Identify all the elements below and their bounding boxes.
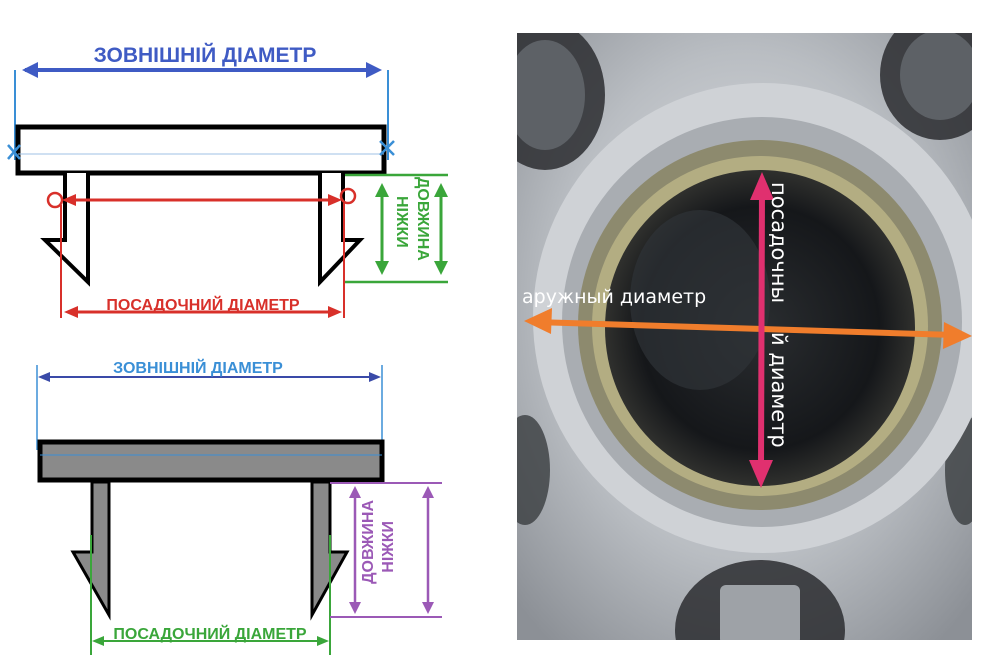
top-x-mark-right [379,140,395,156]
hub-inner-shadow [630,210,770,390]
bottom-seat-head-right [317,636,329,646]
photo-seat-arrow [758,187,765,469]
bottom-leg-arrow-left-head-down [349,602,361,614]
photo-outer-head-right [943,322,972,349]
top-diagram: ЗОВНІШНІЙ ДІАМЕТР ПОСАДОЧНИЙ ДІАМЕТР ДОВ… [7,43,448,318]
lug-nut-top-left [517,40,585,150]
bottom-cap-body [37,439,385,483]
top-outer-arrowhead-left [22,62,38,78]
top-leg-right [318,173,365,287]
top-leg-left [40,173,90,287]
top-seat-head-right [328,306,342,318]
top-leg-arrow-left-head-down [375,261,389,275]
top-seat-label: ПОСАДОЧНИЙ ДІАМЕТР [106,295,300,314]
lug-nut-top-right [900,33,972,120]
bottom-diagram: ЗОВНІШНІЙ ДІАМЕТР ПОСАДОЧНИЙ ДІАМЕТР ДОВ… [36,358,442,655]
top-x-mark-left [7,144,21,160]
top-outer-label: ЗОВНІШНІЙ ДІАМЕТР [94,43,317,67]
bottom-leg-arrow-left-head-up [349,486,361,498]
top-leg-arrow-right-head-down [434,261,448,275]
photo-outer-arrow [534,319,956,338]
photo-seat-head-bottom [749,460,773,488]
top-leg-label-line1: ДОВЖИНА [414,177,431,261]
top-seat-upper-head-left [62,194,76,206]
lug-nut-bottom [720,585,800,640]
top-leg-arrow-right-head-up [434,183,448,197]
bottom-leg-label-line2: НІЖКИ [380,521,397,573]
photo-outer-label: аружный диаметр [522,286,706,308]
bottom-leg-arrow-right-head-up [422,486,434,498]
bottom-outer-head-right [369,372,381,382]
bottom-outer-head-left [38,372,50,382]
top-seat-circle-left [46,191,64,209]
lug-hole-left [517,415,550,525]
top-cap-body [15,124,387,176]
bottom-leg-arrow-right-head-down [422,602,434,614]
photo-outer-head-left [524,308,552,334]
wheel-hub-photo: аружный диаметр посадочны й диаметр [517,33,972,640]
top-seat-upper-head-right [328,194,342,206]
photo-seat-label-line1: посадочны [767,182,791,303]
top-seat-circle-right [339,187,357,205]
bottom-outer-label: ЗОВНІШНІЙ ДІАМЕТР [113,358,283,377]
top-outer-arrowhead-right [366,62,382,78]
top-seat-head-left [64,306,78,318]
top-leg-label-line2: НІЖКИ [393,196,410,248]
photo-seat-head-top [750,172,774,200]
bottom-seat-head-left [92,636,104,646]
bottom-leg-label-line1: ДОВЖИНА [360,500,377,584]
top-leg-arrow-left-head-up [375,183,389,197]
photo-seat-label-line2: й диаметр [767,332,791,448]
bottom-seat-label: ПОСАДОЧНИЙ ДІАМЕТР [113,624,307,643]
